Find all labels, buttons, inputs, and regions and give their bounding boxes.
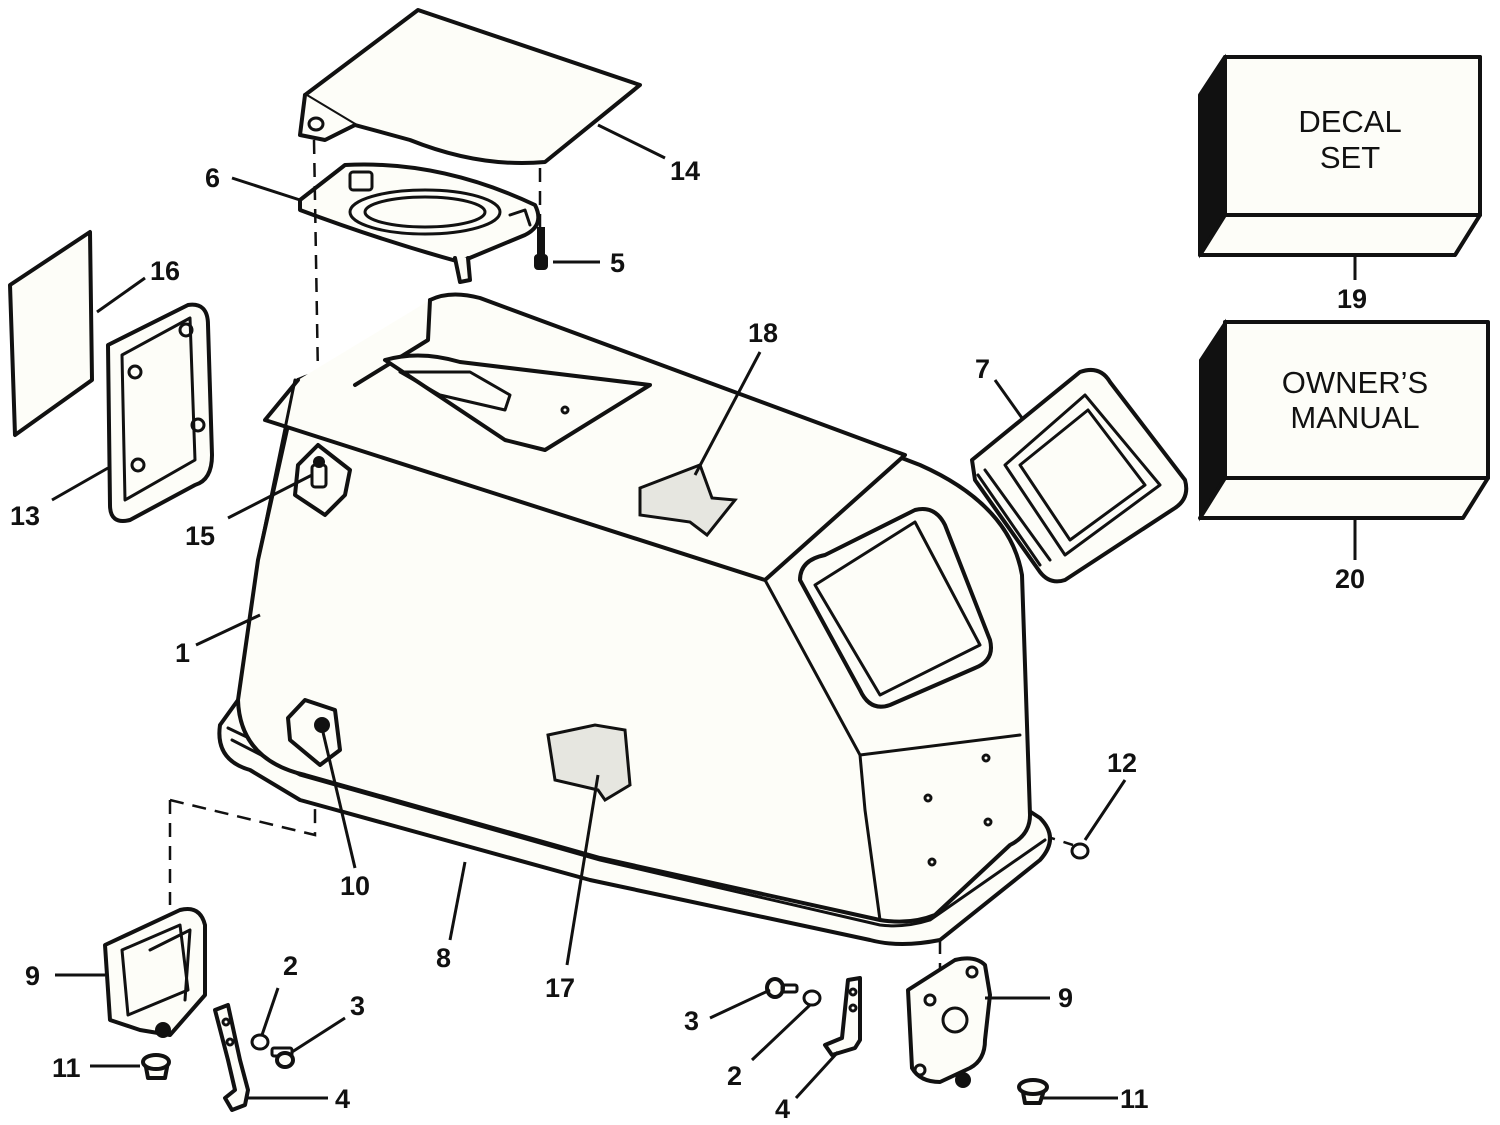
callout-11-right: 11 — [1120, 1084, 1149, 1114]
part-11-left-plug — [141, 1053, 171, 1080]
part-9-left-bracket — [103, 907, 207, 1038]
part-2-left-washer — [250, 1033, 270, 1051]
callout-16: 16 — [150, 256, 180, 286]
decal-set-line-1: DECAL — [1298, 104, 1401, 139]
callout-18: 18 — [748, 318, 778, 348]
part-11-right-plug — [1017, 1078, 1049, 1105]
decal-set-line-2: SET — [1320, 140, 1380, 175]
part-6-plate — [298, 162, 541, 284]
callout-17: 17 — [545, 973, 575, 1003]
callout-2-right: 2 — [727, 1061, 742, 1091]
part-4-right-strap — [823, 976, 862, 1057]
part-9-right-bracket — [906, 956, 992, 1088]
callout-7: 7 — [975, 354, 990, 384]
part-2-right-washer — [802, 989, 822, 1007]
owners-manual-line-2: MANUAL — [1290, 400, 1419, 435]
part-12-pin — [1070, 842, 1090, 860]
callout-10: 10 — [340, 871, 370, 901]
part-3-right-screw — [765, 977, 799, 999]
callout-11-left: 11 — [52, 1053, 81, 1083]
part-16-decal-sheet — [8, 230, 94, 437]
callout-8: 8 — [436, 943, 451, 973]
callout-3-right: 3 — [684, 1006, 699, 1036]
callout-2-left: 2 — [283, 951, 298, 981]
leader-lines — [51, 123, 1357, 1100]
decal-set-box: DECAL SET — [1198, 53, 1482, 259]
callout-13: 13 — [10, 501, 40, 531]
owners-manual-box: OWNER’S MANUAL — [1198, 318, 1490, 522]
callout-12: 12 — [1107, 748, 1137, 778]
callout-9-left: 9 — [25, 961, 40, 991]
part-14-top-cover — [298, 8, 642, 166]
callout-3-left: 3 — [350, 991, 365, 1021]
part-3-left-screw — [270, 1046, 295, 1069]
callout-1: 1 — [175, 638, 190, 668]
part-13-frame — [106, 302, 214, 523]
callout-19: 19 — [1337, 284, 1367, 314]
callout-5: 5 — [610, 248, 625, 278]
part-7-window-seal — [970, 368, 1189, 584]
callout-labels: 14 6 5 16 13 15 1 18 7 10 8 17 12 19 20 … — [10, 156, 1367, 1124]
part-18-pad — [638, 463, 738, 538]
part-4-left-strap — [213, 1003, 250, 1112]
callout-6: 6 — [205, 163, 220, 193]
callout-4-left: 4 — [335, 1084, 350, 1114]
part-5-screw — [534, 227, 548, 270]
callout-15: 15 — [185, 521, 215, 551]
callout-14: 14 — [670, 156, 700, 186]
callout-20: 20 — [1335, 564, 1365, 594]
part-1-main-cowl — [217, 292, 1052, 946]
owners-manual-line-1: OWNER’S — [1282, 365, 1428, 400]
part-17-pad — [546, 723, 632, 803]
callout-9-right: 9 — [1058, 983, 1073, 1013]
callout-4-right: 4 — [775, 1094, 790, 1124]
